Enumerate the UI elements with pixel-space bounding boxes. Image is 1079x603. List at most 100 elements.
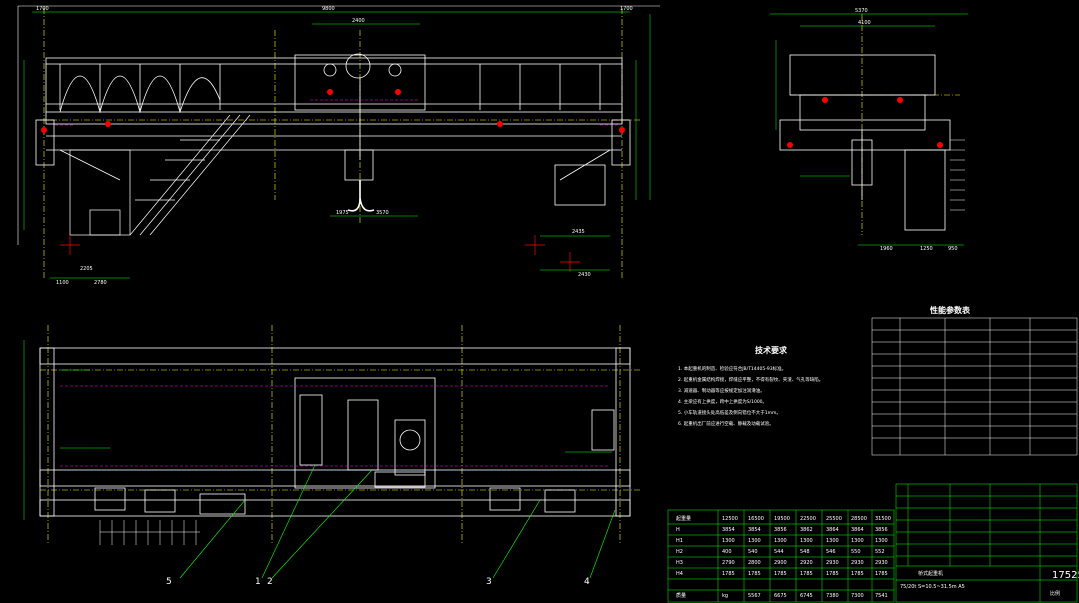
end-carriages	[35, 119, 631, 206]
plan-drives	[94, 409, 615, 515]
param-cell: kg	[722, 593, 728, 599]
param-header-cell: 28500	[851, 516, 867, 522]
param-table: 起重量 12500 16500 19500 22500 25500 28500 …	[667, 509, 895, 603]
tech-item-5: 5. 小车轨道接头处高低差及侧向错位不大于1mm。	[678, 409, 781, 416]
param-cell: 质量	[676, 592, 686, 599]
param-cell: H	[676, 527, 680, 533]
param-cell: 1785	[875, 571, 888, 577]
main-hook	[347, 180, 375, 212]
wheel-marks	[41, 89, 625, 133]
param-cell: 7300	[851, 593, 864, 599]
tech-item-2: 2. 起重机金属结构焊接，焊缝应平整，不得有裂纹、夹渣、气孔等缺陷。	[678, 376, 823, 383]
param-cell: 1785	[748, 571, 761, 577]
param-header-cell: 22500	[800, 516, 816, 522]
side-dim-bottom-right: 950	[948, 246, 958, 252]
tech-item-1: 1. 本起重机的制造、检验应符合JB/T14405-93标准。	[678, 365, 786, 372]
callout-3: 3	[486, 577, 492, 587]
param-cell: 1785	[722, 571, 735, 577]
drawing-number: 17525	[1052, 570, 1079, 581]
param-cell: 1300	[774, 538, 787, 544]
param-cell: 7541	[875, 593, 888, 599]
param-cell: 1300	[748, 538, 761, 544]
param-header-cell: 19500	[774, 516, 790, 522]
dim-top-left: 1700	[36, 6, 49, 12]
tech-requirements-title: 技术要求	[755, 345, 788, 355]
callout-1: 1	[255, 577, 261, 587]
param-cell: 1300	[722, 538, 735, 544]
dim-hook-right: 3570	[376, 210, 389, 216]
param-cell: H2	[676, 549, 683, 555]
param-cell: 2930	[875, 560, 888, 566]
dim-top-right: 1700	[620, 6, 633, 12]
param-cell: H1	[676, 538, 683, 544]
param-cell: 546	[826, 549, 836, 555]
param-cell: 540	[748, 549, 758, 555]
param-cell: 1300	[851, 538, 864, 544]
tech-requirements: 技术要求 1. 本起重机的制造、检验应符合JB/T14405-93标准。 2. …	[678, 345, 823, 427]
param-header-cell: 起重量	[676, 515, 691, 522]
reference-crosses	[60, 235, 580, 272]
param-cell: H3	[676, 560, 683, 566]
dim-right-lower: 2435	[572, 229, 585, 235]
param-cell: 2930	[826, 560, 839, 566]
side-ladder	[950, 139, 965, 211]
callout-4: 4	[584, 577, 590, 587]
dim-bottom-mid: 2205	[80, 266, 93, 272]
hidden-lines	[55, 99, 620, 126]
param-cell: 2900	[774, 560, 787, 566]
plan-walkway-grid	[99, 520, 200, 545]
param-header-cell: 31500	[875, 516, 891, 522]
param-cell: 7380	[826, 593, 839, 599]
plan-centerlines	[40, 325, 640, 545]
param-cell: 1785	[826, 571, 839, 577]
param-cell: 400	[722, 549, 732, 555]
scale-label: 比例	[1050, 590, 1060, 597]
param-cell: 2920	[800, 560, 813, 566]
param-cell: 2930	[851, 560, 864, 566]
param-cell: 2800	[748, 560, 761, 566]
param-cell: 1300	[875, 538, 888, 544]
param-cell: 3854	[722, 527, 735, 533]
dim-trolley-gauge: 2400	[352, 18, 365, 24]
plan-view: 5 1 2 3 4	[23, 325, 640, 587]
dim-bottom-left: 1100	[56, 280, 69, 286]
side-marks	[787, 97, 943, 148]
param-cell: 5567	[748, 593, 761, 599]
callout-2: 2	[267, 577, 273, 587]
param-cell: 550	[851, 549, 861, 555]
plan-dimension-lines	[23, 340, 612, 520]
tech-item-6: 6. 起重机出厂前应进行空载、静载及动载试验。	[678, 420, 774, 427]
dim-hook-left: 1975	[336, 210, 349, 216]
param-header-cell: 25500	[826, 516, 842, 522]
param-cell: 3864	[826, 527, 839, 533]
callout-leaders	[179, 464, 616, 579]
side-dim-overall: 5370	[855, 8, 868, 14]
param-cell: 3862	[800, 527, 813, 533]
drawing-frame	[17, 5, 660, 245]
param-cell: 1785	[774, 571, 787, 577]
param-cell: 3864	[851, 527, 864, 533]
param-cell: 1785	[851, 571, 864, 577]
cable-festoon	[59, 75, 221, 114]
param-cell: 548	[800, 549, 810, 555]
elevation-dimension-lines	[23, 11, 651, 279]
callout-5: 5	[166, 577, 172, 587]
param-cell: 6675	[774, 593, 787, 599]
plan-hidden	[60, 385, 610, 467]
side-dim-trolley: 4100	[858, 20, 871, 26]
tech-item-4: 4. 主梁应有上拱度，跨中上拱度为S/1000。	[678, 398, 767, 405]
param-header-cell: 12500	[722, 516, 738, 522]
front-elevation-view: 9800 1700 1700 2400 1975 3570 1100 2205 …	[23, 6, 651, 286]
param-cell: 3856	[774, 527, 787, 533]
param-cell: 1300	[800, 538, 813, 544]
side-dim-bottom-left: 1960	[880, 246, 893, 252]
trolley	[294, 53, 426, 181]
param-table-header: 起重量 12500 16500 19500 22500 25500 28500 …	[676, 515, 891, 522]
plan-girders	[39, 347, 631, 517]
param-cell: H4	[676, 571, 683, 577]
param-cell: 1785	[800, 571, 813, 577]
side-view: 5370 4100 1960 1250 950	[770, 8, 968, 252]
param-cell: 6745	[800, 593, 813, 599]
dim-top-span: 9800	[322, 6, 335, 12]
